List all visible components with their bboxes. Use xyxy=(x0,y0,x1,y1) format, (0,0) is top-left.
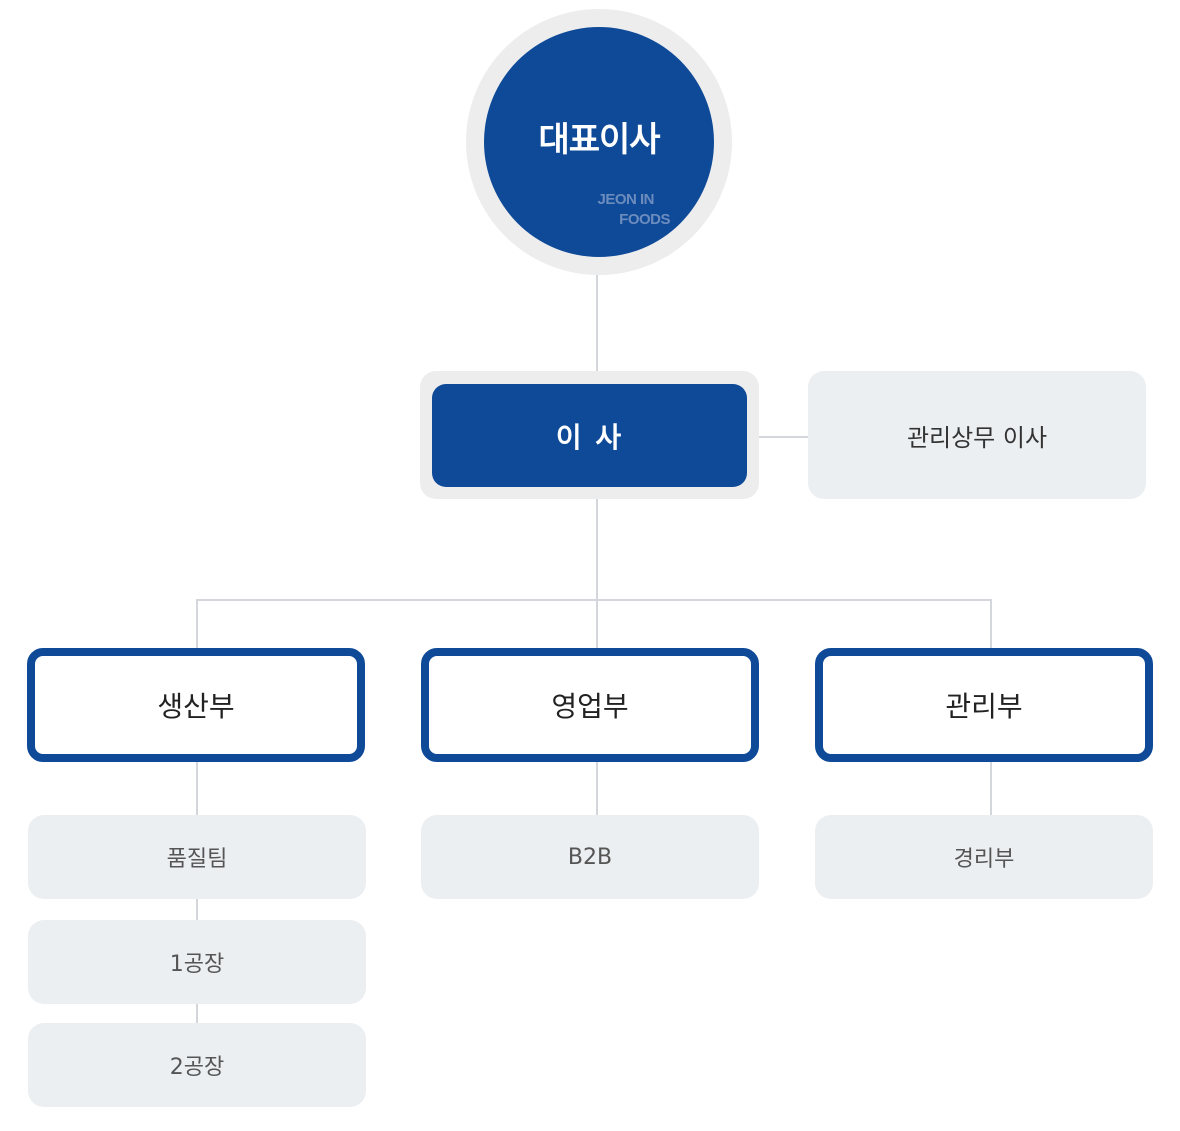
connector-sales-b2b xyxy=(596,762,598,815)
managing-director-node: 관리상무 이사 xyxy=(808,371,1146,499)
department-admin: 관리부 xyxy=(815,648,1153,762)
connector-director-branch xyxy=(596,499,598,648)
connector-ceo-director xyxy=(596,275,598,371)
team-accounting: 경리부 xyxy=(815,815,1153,899)
ceo-company-watermark: JEON IN FOODS xyxy=(560,190,670,230)
team-quality: 품질팀 xyxy=(28,815,366,899)
department-production: 생산부 xyxy=(27,648,365,762)
connector-quality-factory1 xyxy=(196,898,198,920)
connector-factory1-factory2 xyxy=(196,1003,198,1023)
department-sales: 영업부 xyxy=(421,648,759,762)
connector-director-exec xyxy=(759,436,808,438)
team-factory-1: 1공장 xyxy=(28,920,366,1004)
connector-admin-accounting xyxy=(990,762,992,815)
company-name-line1: JEON IN xyxy=(597,191,654,208)
connector-branch-admin xyxy=(990,599,992,648)
connector-horizontal-branch xyxy=(196,599,992,601)
team-factory-2: 2공장 xyxy=(28,1023,366,1107)
connector-production-quality xyxy=(196,762,198,815)
connector-branch-production xyxy=(196,599,198,648)
ceo-title: 대표이사 xyxy=(538,120,660,160)
ceo-node xyxy=(484,27,714,257)
company-name-line2: FOODS xyxy=(619,211,670,228)
director-node: 이 사 xyxy=(432,384,747,487)
team-b2b: B2B xyxy=(421,815,759,899)
